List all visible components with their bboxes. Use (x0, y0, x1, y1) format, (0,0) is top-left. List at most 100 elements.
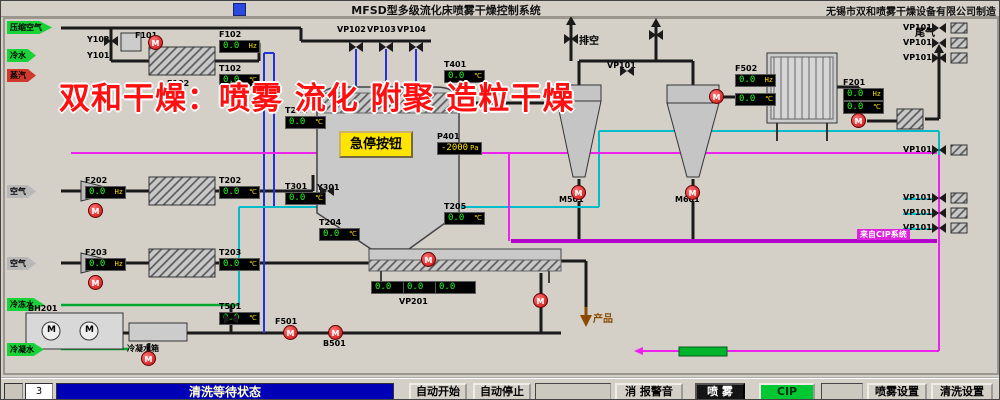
cyclone-1 (556, 84, 602, 178)
pump[interactable]: M (685, 185, 700, 200)
inlet-arrow: 压缩空气 (7, 21, 52, 34)
estop-button[interactable]: 急停按钮 (339, 131, 413, 158)
diagram-border (3, 17, 999, 375)
valve[interactable] (649, 30, 663, 40)
product-arrow (580, 307, 592, 327)
valve[interactable] (932, 208, 946, 218)
tag-label: VP101 (903, 223, 932, 232)
value-box: 0.0℃ (843, 101, 884, 114)
tag-label: VP101 (903, 53, 932, 62)
valve[interactable] (932, 223, 946, 233)
tag-label: 产品 (593, 314, 613, 325)
clean-settings-button[interactable]: 清洗设置 (931, 383, 993, 399)
tag-label: M (47, 325, 56, 335)
tag-label: VP101 (903, 208, 932, 217)
pump[interactable]: M (421, 252, 436, 267)
pump[interactable]: M (141, 351, 156, 366)
tag-label: F101 (135, 31, 158, 40)
valve[interactable] (620, 66, 634, 76)
pump[interactable]: M (571, 185, 586, 200)
valve[interactable] (932, 23, 946, 33)
pump[interactable]: M (851, 113, 866, 128)
tag-label: F501 (275, 317, 298, 326)
tag-label: BH201 (28, 304, 58, 313)
inlet-arrow: 冷冻水 (7, 298, 44, 311)
tag-label: 排空 (579, 36, 599, 47)
inlet-filter-box (120, 32, 142, 52)
auto-stop-button[interactable]: 自动停止 (473, 383, 531, 399)
valve[interactable] (932, 193, 946, 203)
tag-label: F102 (167, 79, 190, 88)
valve[interactable] (349, 42, 363, 52)
valve[interactable] (409, 42, 423, 52)
valve[interactable] (932, 53, 946, 63)
pipes-feed-blue (263, 49, 417, 333)
pump[interactable]: M (709, 89, 724, 104)
page-number-box: 3 (25, 383, 53, 399)
spray-settings-button[interactable]: 喷雾设置 (867, 383, 927, 399)
tag-label: VP101 (903, 145, 932, 154)
valve[interactable] (932, 38, 946, 48)
tag-label: VP103 (367, 25, 396, 34)
tag-label: Y101 (87, 51, 110, 60)
tag-label: B501 (323, 339, 346, 348)
tag-label: M601 (675, 195, 700, 204)
manufacturer-text: 无锡市双和喷雾干燥设备有限公司制造 (826, 7, 996, 18)
pump[interactable]: M (328, 325, 343, 340)
pump[interactable]: M (88, 275, 103, 290)
cip-button[interactable]: CIP (759, 383, 815, 399)
inlet-arrow: 空气 (7, 185, 36, 198)
valve[interactable] (224, 314, 238, 324)
page-title: MFSD型多级流化床喷雾干燥控制系统 (351, 4, 541, 17)
valve[interactable] (932, 145, 946, 155)
valve[interactable] (564, 34, 578, 44)
corner-box (4, 383, 23, 399)
air-heater-1 (148, 46, 216, 76)
tag-label: VP102 (337, 25, 366, 34)
tag-label: 尾气 (915, 28, 935, 39)
inlet-arrow: 蒸汽 (7, 69, 36, 82)
bh201-tank (25, 312, 124, 350)
tag-label: VP101 (903, 23, 932, 32)
valve[interactable] (379, 42, 393, 52)
air-heater-2 (148, 176, 216, 206)
separator-panel (535, 383, 611, 399)
mute-alarm-button[interactable]: 消 报警音 (615, 383, 683, 399)
air-heater-3 (148, 248, 216, 278)
value-box: 0.0 (435, 281, 476, 294)
muffler-icons (950, 22, 968, 234)
cip-return-bar (678, 346, 728, 357)
pump[interactable]: M (88, 203, 103, 218)
inlet-arrow: 冷水 (7, 49, 36, 62)
pump[interactable]: M (533, 293, 548, 308)
separator-panel (821, 383, 863, 399)
tag-label: VP101 (607, 61, 636, 70)
valve[interactable] (320, 186, 334, 196)
valve[interactable] (104, 36, 118, 46)
value-box: 0.0℃ (735, 93, 776, 106)
auto-start-button[interactable]: 自动开始 (409, 383, 467, 399)
spray-button[interactable]: 喷 雾 (695, 383, 745, 399)
tag-label: VP101 (903, 38, 932, 47)
bag-filter (766, 52, 838, 141)
tag-label: VP101 (903, 193, 932, 202)
main-drying-chamber (316, 86, 460, 250)
tag-label: VP104 (397, 25, 426, 34)
pump[interactable]: M (148, 35, 163, 50)
tag-label: VP201 (399, 297, 428, 306)
tag-label: M501 (559, 195, 584, 204)
pump[interactable]: M (283, 325, 298, 340)
control-bar: 3 清洗等待状态 自动开始 自动停止 消 报警音 喷 雾 CIP 喷雾设置 清洗… (1, 377, 999, 399)
